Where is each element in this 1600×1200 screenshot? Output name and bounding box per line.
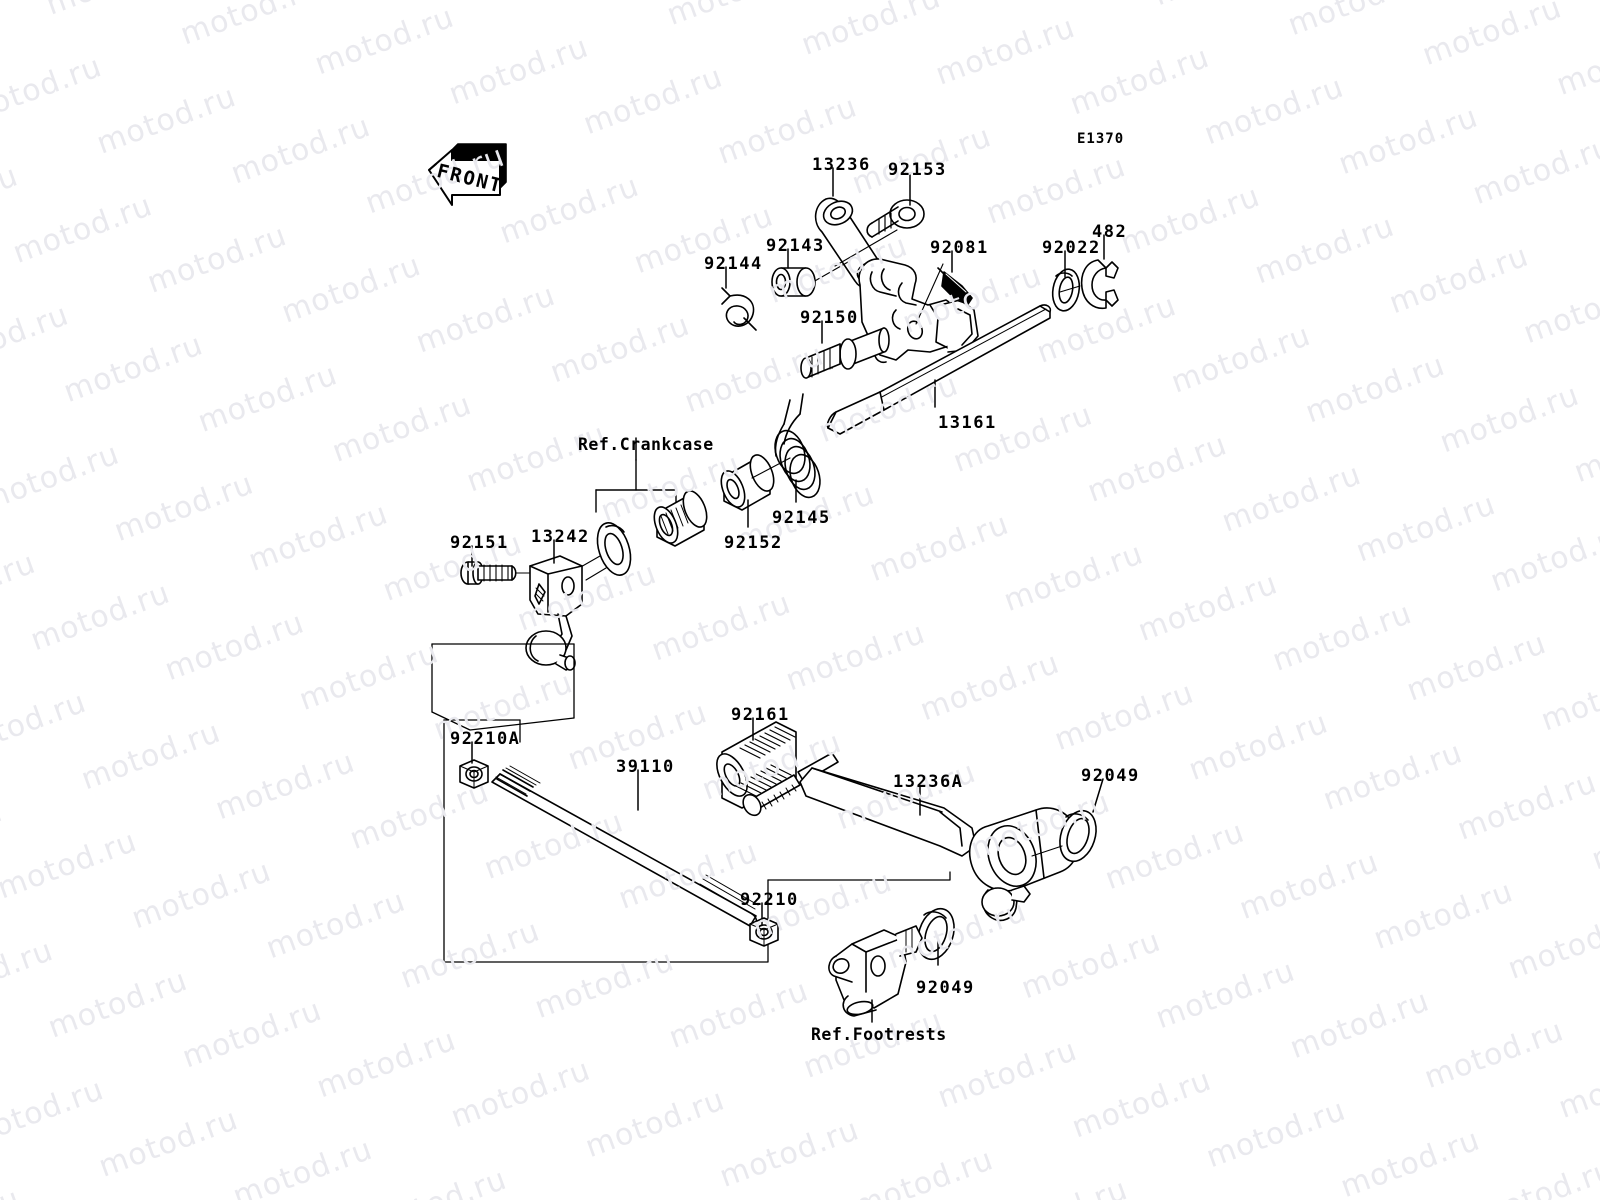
part-number-13236: 13236	[812, 155, 871, 175]
part-number-92153: 92153	[888, 160, 947, 180]
part-number-92143: 92143	[766, 236, 825, 256]
ref-footrests-bracket	[828, 925, 923, 1017]
part-number-482: 482	[1092, 222, 1128, 242]
part-92150-stopper-bolt	[800, 327, 890, 379]
ref-footrests-label: Ref.Footrests	[811, 1025, 947, 1044]
pedal-pin	[742, 752, 839, 817]
part-number-92022: 92022	[1042, 238, 1101, 258]
front-arrow-icon	[428, 143, 507, 206]
part-number-92049: 92049	[916, 978, 975, 998]
lower-assembly-bracket	[431, 643, 575, 731]
part-92152-bushing	[720, 454, 791, 511]
part-number-92210A: 92210A	[450, 729, 521, 749]
part-number-92152: 92152	[724, 533, 783, 553]
part-number-13242: 13242	[531, 527, 590, 547]
part-13236A-pedal	[799, 767, 1080, 922]
part-number-92210: 92210	[740, 890, 799, 910]
part-number-92151: 92151	[450, 533, 509, 553]
part-92145-return-spring	[774, 393, 821, 499]
part-92151-bolt	[460, 561, 539, 585]
part-number-92049: 92049	[1081, 766, 1140, 786]
ref-crankcase-label: Ref.Crankcase	[578, 435, 714, 454]
part-number-13236A: 13236A	[893, 772, 964, 792]
front-marker-label: FRONT	[434, 160, 506, 198]
part-39110-tie-rod	[491, 765, 759, 927]
part-92210A-nut	[459, 759, 489, 789]
part-92049-seal-bottom	[897, 907, 955, 961]
part-number-39110: 39110	[616, 757, 675, 777]
part-92143-collar	[771, 261, 849, 297]
part-number-92161: 92161	[731, 705, 790, 725]
part-number-13161: 13161	[938, 413, 997, 433]
part-92049-seal-right	[1031, 809, 1097, 863]
part-92153-bolt	[834, 199, 925, 267]
part-number-92144: 92144	[704, 254, 763, 274]
part-92144-spring	[721, 287, 757, 331]
part-13242-shift-lever	[525, 555, 607, 671]
leader-92049	[1092, 778, 1104, 813]
ref-crankcase-needle-bearing	[653, 490, 708, 547]
part-number-92145: 92145	[772, 508, 831, 528]
part-number-92081: 92081	[930, 238, 989, 258]
ref-crankcase-oil-seal	[571, 522, 632, 576]
part-92081-spring-pin	[915, 263, 975, 325]
part-92210-nut	[749, 917, 779, 947]
part-number-92150: 92150	[800, 308, 859, 328]
part-13161-shift-shaft	[826, 304, 1052, 435]
ref-crankcase-bracket	[595, 459, 677, 513]
diagram-code: E1370	[1077, 131, 1125, 147]
part-482-e-clip	[1059, 259, 1119, 310]
